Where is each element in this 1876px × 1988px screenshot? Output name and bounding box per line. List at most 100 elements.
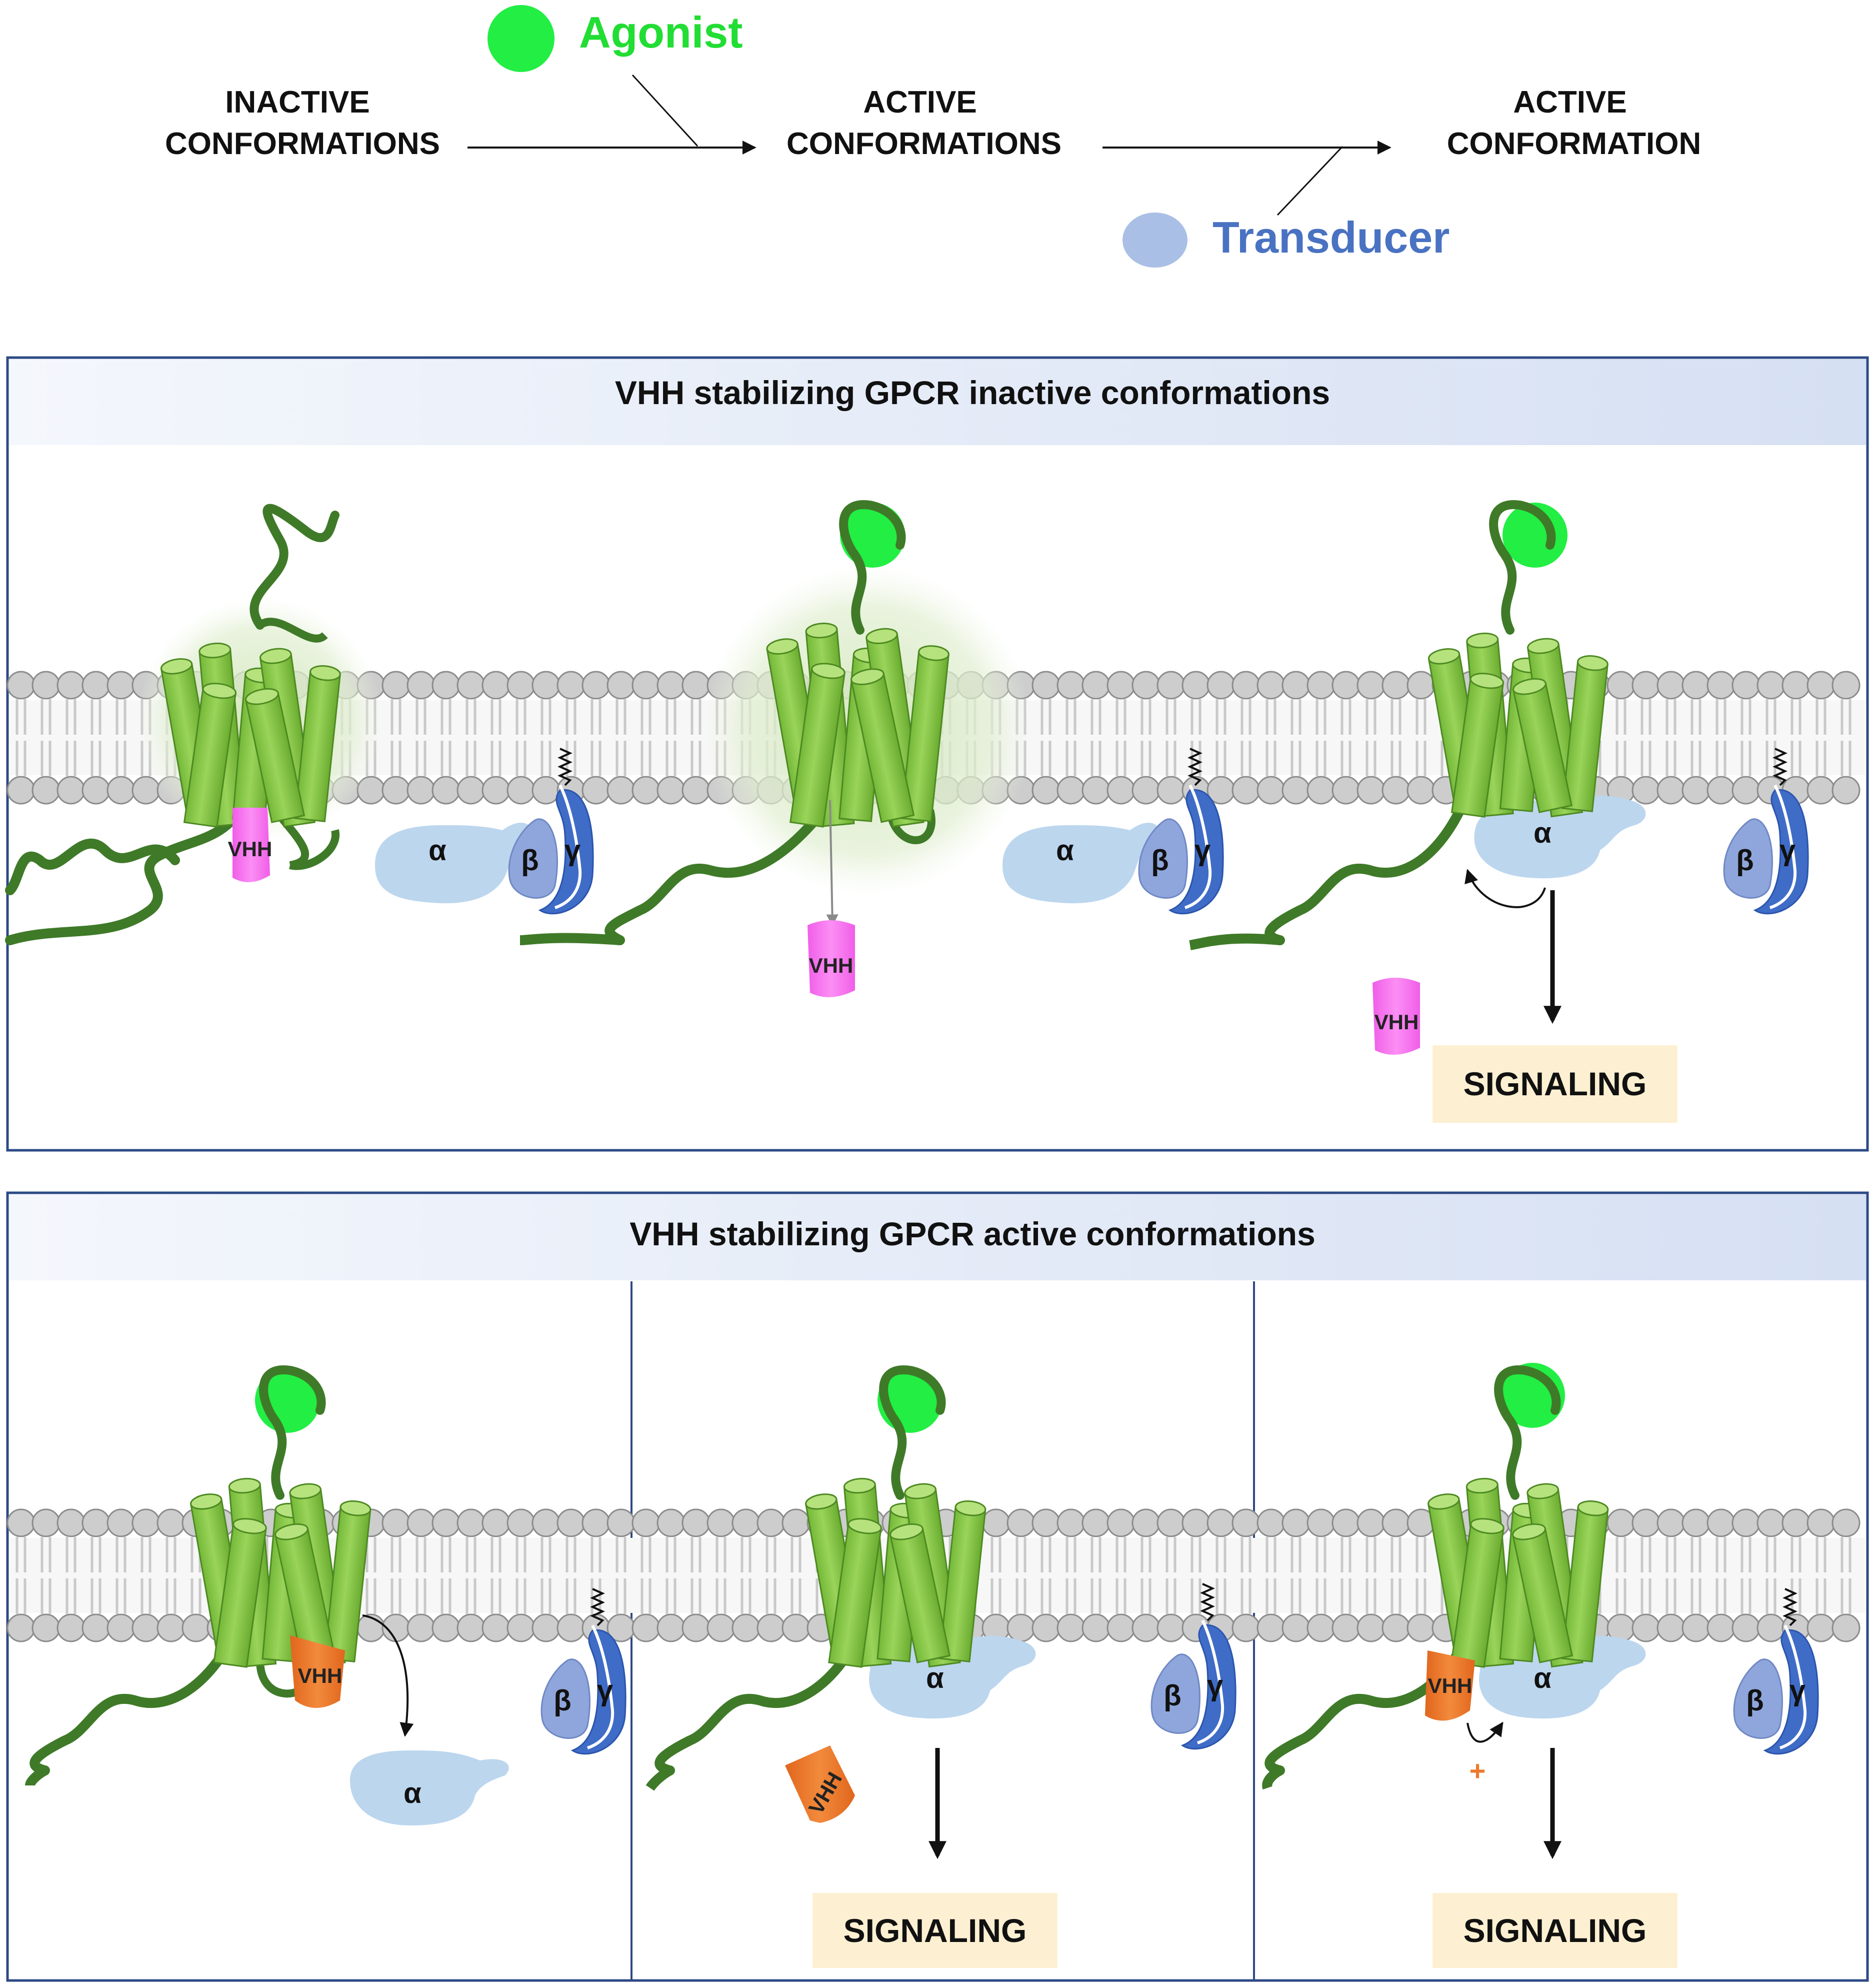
vhh-nanobody xyxy=(1425,1650,1475,1721)
agonist-ligand xyxy=(1502,503,1568,568)
beta-label: β xyxy=(554,1684,571,1717)
tail-end xyxy=(1262,1766,1282,1790)
gamma-label: γ xyxy=(1207,1669,1224,1702)
beta-label: β xyxy=(1746,1684,1764,1717)
state-active-line2: CONFORMATIONS xyxy=(786,127,1062,161)
vhh-nanobody xyxy=(1372,978,1420,1055)
tm-helix xyxy=(1512,1523,1574,1663)
transducer-connector xyxy=(1276,146,1344,216)
displacement-arrow xyxy=(362,1614,414,1737)
state-final-line2: CONFORMATION xyxy=(1447,127,1702,161)
tm-helix xyxy=(183,683,237,828)
conformation-scheme: INACTIVE CONFORMATIONS ACTIVE CONFORMATI… xyxy=(165,5,1701,268)
tm-helix xyxy=(828,1518,882,1668)
tm-helix xyxy=(1562,655,1608,812)
alpha-label: α xyxy=(1534,1662,1552,1694)
extracellular-loop xyxy=(879,1365,946,1500)
state-inactive-line2: CONFORMATIONS xyxy=(165,127,440,161)
state-active-line1: ACTIVE xyxy=(863,85,976,120)
vhh-nanobody xyxy=(808,920,855,997)
signaling-label: SIGNALING xyxy=(1464,1912,1647,1949)
gamma-label: γ xyxy=(597,1674,614,1707)
positive-modulation-sign: + xyxy=(1470,1755,1486,1786)
transducer-legend-dot xyxy=(1122,213,1188,268)
state-active-conformations: ACTIVE CONFORMATIONS xyxy=(786,85,1062,161)
c-terminal-tail xyxy=(5,838,180,895)
alpha-label: α xyxy=(1056,834,1074,867)
tm-helix xyxy=(213,1518,267,1668)
vhh-label: VHH xyxy=(228,837,272,861)
receptor-7tm xyxy=(1428,632,1608,818)
gamma-label: γ xyxy=(1780,834,1796,867)
tm-helix xyxy=(850,668,915,823)
signaling-box xyxy=(1432,1045,1678,1123)
vhh-label: VHH xyxy=(298,1664,342,1687)
tm-helix xyxy=(244,688,306,823)
signaling-box xyxy=(1432,1893,1678,1968)
tm-helix xyxy=(1450,673,1504,818)
tm-helix xyxy=(790,663,846,828)
g-alpha-subunit xyxy=(350,1750,509,1825)
activation-cycle-arrow xyxy=(1464,869,1546,908)
agonist-connector xyxy=(632,74,698,147)
beta-label: β xyxy=(1164,1679,1181,1712)
vhh-nanobody xyxy=(232,808,270,882)
beta-label: β xyxy=(1151,844,1168,877)
extracellular-loop xyxy=(1494,1365,1561,1500)
n-terminal-tail xyxy=(30,1645,230,1775)
g-alpha-subunit xyxy=(869,1636,1036,1719)
panel-inactive-title: VHH stabilizing GPCR inactive conformati… xyxy=(615,374,1330,411)
vhh-label: VHH xyxy=(1428,1674,1472,1697)
g-alpha-subunit xyxy=(1474,796,1646,879)
agonist-legend-dot xyxy=(488,5,554,72)
beta-label: β xyxy=(521,844,538,877)
tm-helix xyxy=(294,665,341,822)
state-final-line1: ACTIVE xyxy=(1513,85,1626,120)
tail-end xyxy=(646,1766,672,1791)
release-arrow xyxy=(826,800,838,927)
alpha-label: α xyxy=(1534,817,1552,849)
alpha-label: α xyxy=(926,1662,944,1694)
receptor-7tm xyxy=(766,623,950,828)
tm-helix xyxy=(889,1523,951,1663)
tm-helix xyxy=(1512,678,1573,813)
n-terminal-tail xyxy=(1264,805,1465,945)
n-terminal-tail xyxy=(5,805,245,945)
receptor-7tm xyxy=(190,1477,372,1668)
tail-end xyxy=(1189,933,1280,950)
alpha-label: α xyxy=(428,834,446,867)
transducer-label: Transducer xyxy=(1212,213,1450,262)
tm-helix xyxy=(900,645,950,822)
agonist-label: Agonist xyxy=(579,8,743,57)
ecl-2 xyxy=(258,618,328,643)
state-inactive-conformations: INACTIVE CONFORMATIONS xyxy=(165,85,440,161)
n-terminal-tail xyxy=(604,815,820,945)
extracellular-loop xyxy=(1489,500,1556,635)
receptor-7tm xyxy=(804,1477,986,1668)
vhh-label: VHH xyxy=(809,954,854,977)
state-active-conformation: ACTIVE CONFORMATION xyxy=(1447,85,1702,161)
tm-helix xyxy=(938,1500,986,1662)
signaling-box xyxy=(812,1893,1058,1968)
beta-label: β xyxy=(1736,844,1754,877)
receptor-7tm xyxy=(160,642,341,828)
extracellular-loop xyxy=(259,1365,326,1500)
extracellular-loop xyxy=(250,504,340,630)
panel-inactive-header xyxy=(9,359,1866,445)
gamma-label: γ xyxy=(1790,1674,1806,1707)
vhh-nanobody xyxy=(290,1635,345,1708)
state-inactive-line1: INACTIVE xyxy=(225,85,370,120)
tail-end xyxy=(520,933,620,945)
